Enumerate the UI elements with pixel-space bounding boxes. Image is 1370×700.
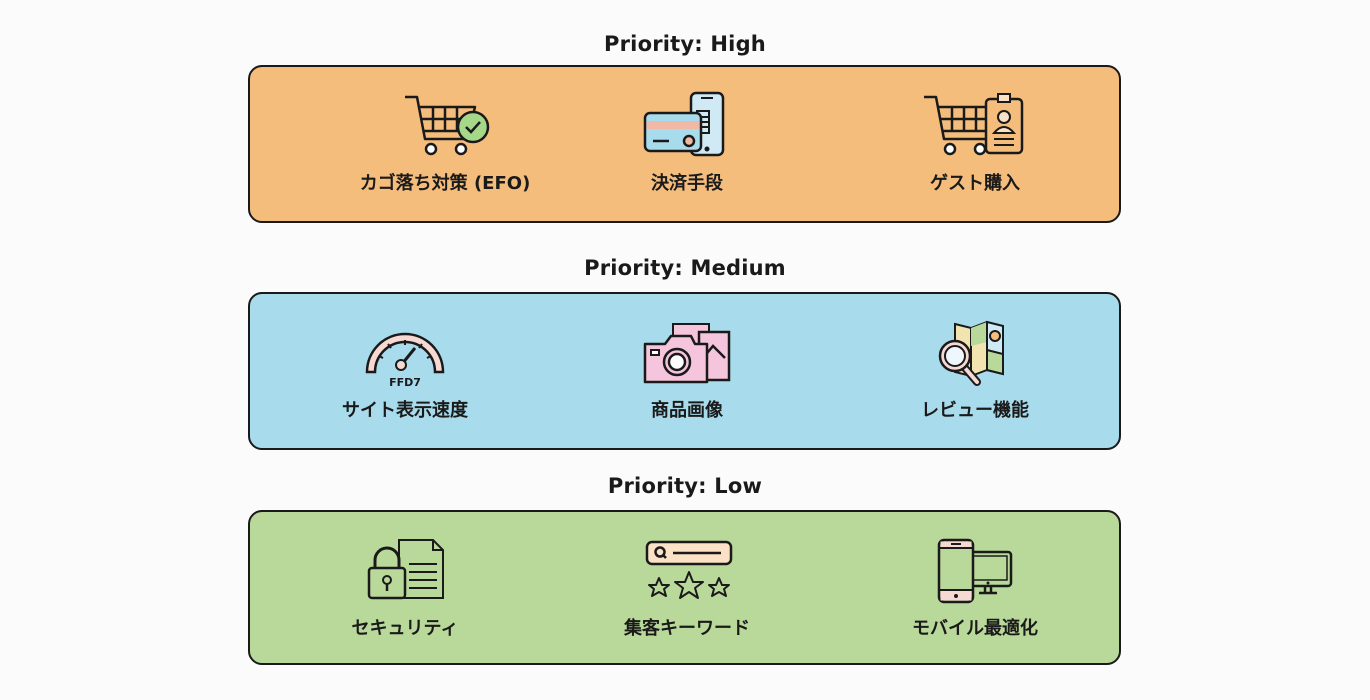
cart-badge-icon (924, 93, 1024, 156)
item-label: セキュリティ (351, 618, 459, 639)
cart-check-icon (405, 95, 490, 156)
item-label: レビュー機能 (921, 400, 1029, 421)
speedometer-icon: FFD7 (365, 332, 445, 389)
item-product-images: 商品画像 (547, 318, 827, 422)
heading-priority-low: Priority: Low (607, 474, 763, 498)
item-site-speed: FFD7 サイト表示速度 (265, 318, 545, 422)
map-magnifier-icon (938, 320, 1004, 386)
heading-priority-medium: Priority: Medium (584, 256, 786, 280)
priority-high-box: カゴ落ち対策 (EFO) 決済手段 (248, 65, 1121, 223)
lock-document-icon (367, 539, 444, 600)
priority-medium-box: FFD7 サイト表示速度 商品画像 レビュー機能 (248, 292, 1121, 450)
card-phone-icon (643, 91, 725, 157)
search-stars-icon (645, 540, 733, 599)
priority-low-box: セキュリティ 集客キーワード モバイル最適化 (248, 510, 1121, 665)
item-label: ゲスト購入 (930, 173, 1020, 194)
phone-monitor-icon (937, 538, 1013, 604)
item-guest-checkout: ゲスト購入 (835, 91, 1115, 195)
item-label: 商品画像 (651, 400, 723, 421)
item-review-feature: レビュー機能 (835, 318, 1115, 422)
item-label: 集客キーワード (624, 618, 750, 639)
item-seo-keywords: 集客キーワード (547, 536, 827, 640)
item-label: モバイル最適化 (912, 618, 1038, 639)
item-cart-abandonment: カゴ落ち対策 (EFO) (305, 91, 585, 195)
speedometer-caption: FFD7 (389, 376, 421, 389)
camera-photos-icon (643, 323, 731, 384)
heading-priority-high: Priority: High (604, 32, 766, 56)
item-security: セキュリティ (265, 536, 545, 640)
item-label: 決済手段 (651, 173, 723, 194)
item-label: カゴ落ち対策 (EFO) (359, 173, 531, 194)
item-label: サイト表示速度 (342, 400, 468, 421)
item-mobile-optimization: モバイル最適化 (835, 536, 1115, 640)
item-payment-methods: 決済手段 (547, 91, 827, 195)
